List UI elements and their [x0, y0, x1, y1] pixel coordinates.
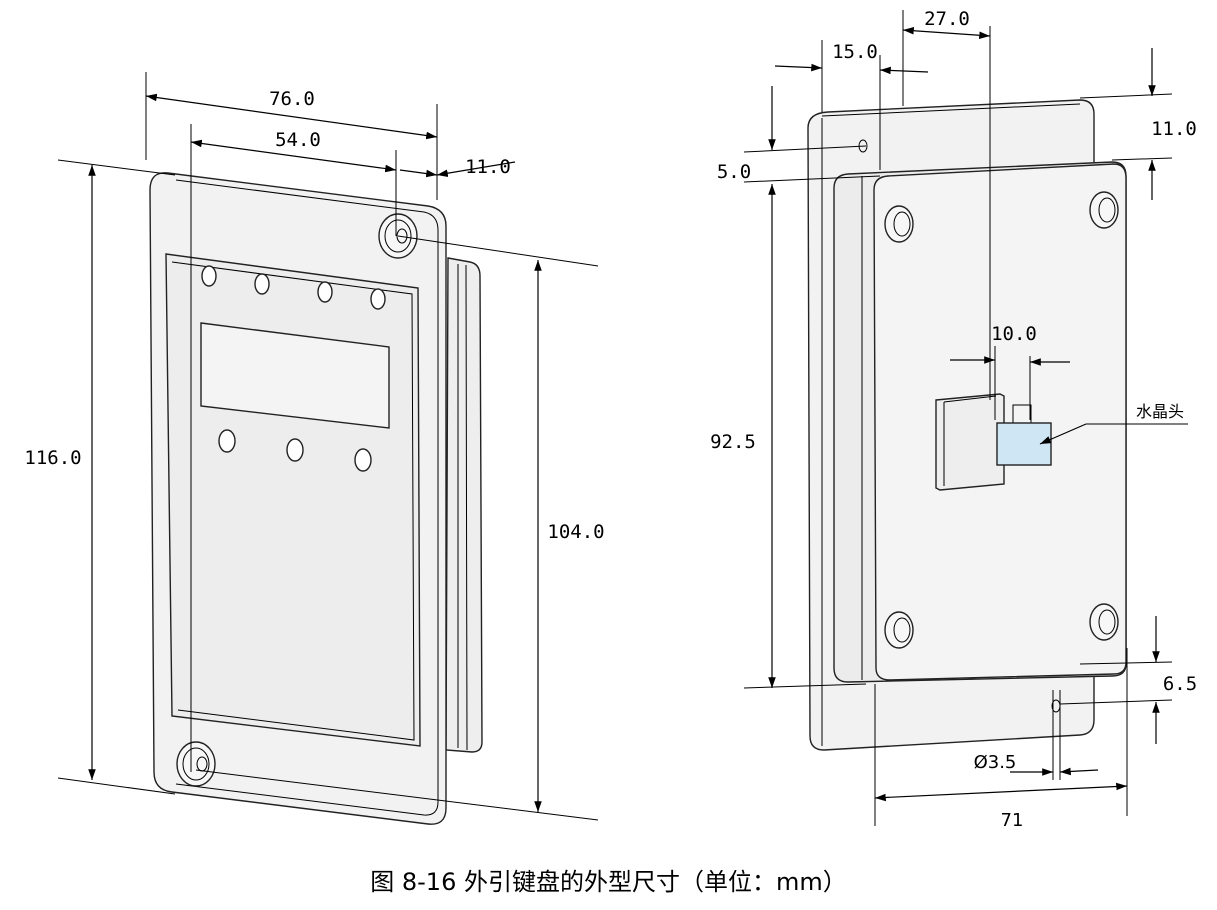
front-led-2 [254, 273, 270, 295]
dim-overall-height: 116.0 [24, 447, 81, 469]
dim-line-76 [145, 93, 438, 140]
rj45-connector [996, 404, 1052, 466]
dim-top-width: 27.0 [924, 8, 970, 30]
connector-leader [1039, 423, 1087, 445]
dim-body-height: 92.5 [710, 431, 756, 453]
back-view: 27.0 15.0 11.0 5.0 92.5 10.0 6.5 Ø3.5 71… [710, 8, 1197, 831]
dim-left-offset: 15.0 [832, 41, 878, 63]
back-screw-top-left [884, 205, 914, 243]
dim-line-71 [874, 782, 1128, 802]
dim-hole-spacing-width: 54.0 [275, 129, 321, 151]
dim-side-depth: 11.0 [465, 156, 511, 178]
dim-overall-width: 76.0 [269, 88, 315, 110]
front-hole-bottom-left [176, 741, 216, 787]
dim-top-height: 11.0 [1151, 118, 1197, 140]
dim-line-3-5 [1059, 767, 1099, 776]
front-key-3 [354, 448, 372, 472]
dim-line-27 [902, 26, 991, 40]
back-connector-housing [935, 393, 1005, 491]
dim-bottom-hole-offset: 6.5 [1163, 673, 1197, 695]
connector-label: 水晶头 [1136, 402, 1184, 421]
front-led-4 [370, 288, 386, 310]
back-screw-bottom-left [884, 611, 914, 649]
dim-line-15 [879, 66, 929, 75]
dim-connector-width: 10.0 [991, 323, 1037, 345]
front-key-2 [286, 438, 304, 462]
dim-hole-spacing-height: 104.0 [547, 521, 604, 543]
front-display [200, 322, 390, 429]
front-view: 76.0 54.0 11.0 116.0 104.0 [24, 72, 605, 825]
figure-caption: 图 8-16 外引键盘的外型尺寸（单位：mm） [370, 868, 847, 896]
front-led-3 [317, 281, 333, 303]
back-screw-bottom-right [1089, 603, 1119, 641]
dim-line-11-front [436, 161, 516, 177]
back-screw-top-right [1089, 191, 1119, 229]
dim-top-hole-offset: 5.0 [717, 161, 751, 183]
dim-line-54 [190, 139, 397, 173]
dim-body-width: 71 [1001, 810, 1024, 831]
front-key-1 [218, 429, 236, 453]
front-side-depth [445, 257, 483, 753]
dim-hole-diameter: Ø3.5 [974, 752, 1017, 773]
front-led-1 [201, 265, 217, 287]
